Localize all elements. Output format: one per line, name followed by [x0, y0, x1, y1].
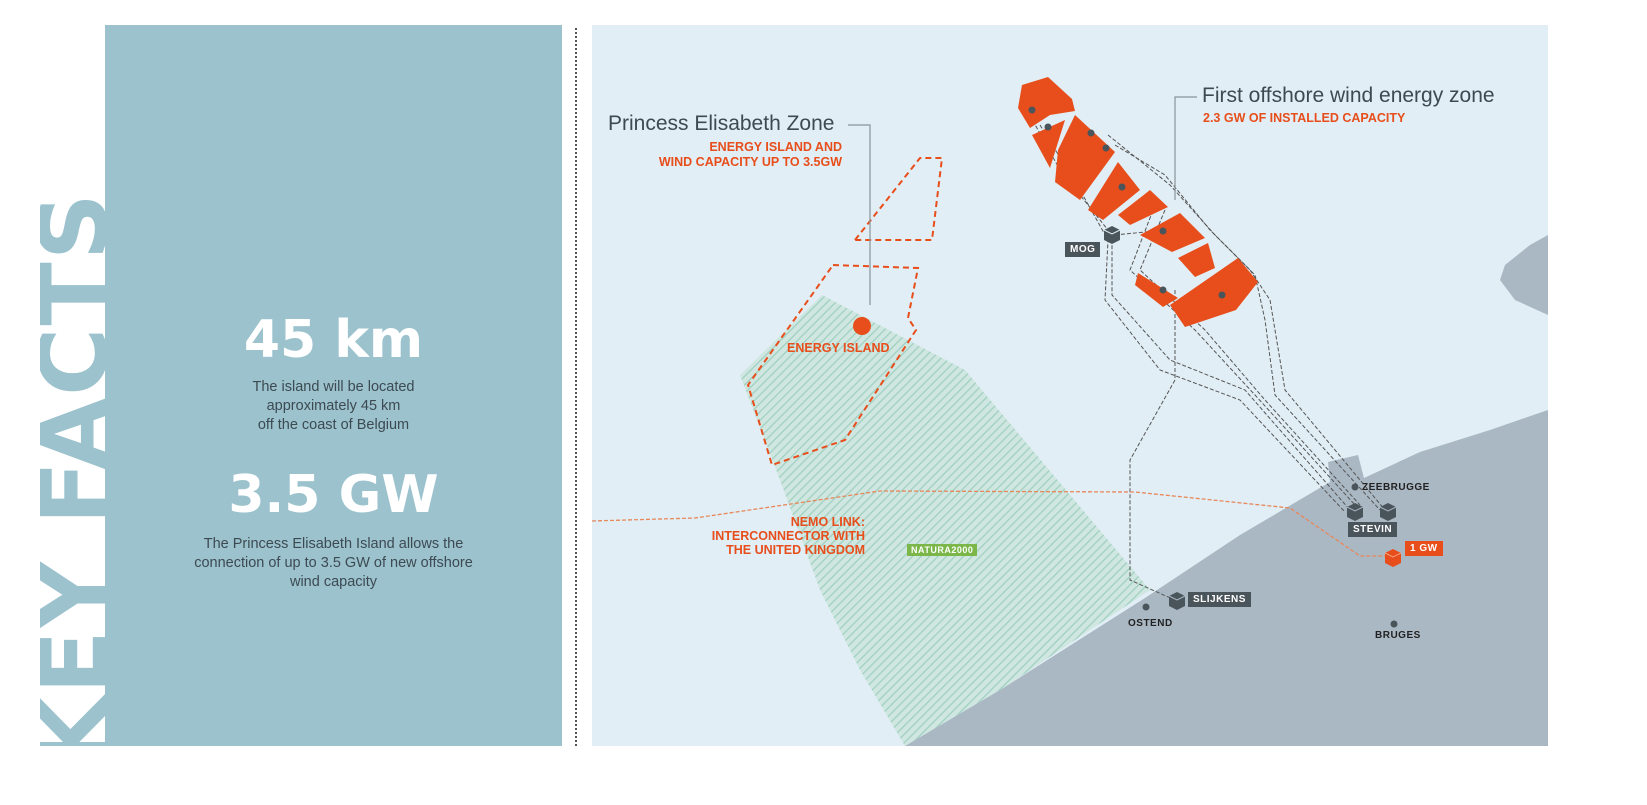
zeebrugge-label: ZEEBRUGGE [1362, 482, 1430, 493]
city-dots [1142, 483, 1398, 628]
subtitle-line: ENERGY ISLAND AND [709, 140, 842, 154]
fact-line: The Princess Elisabeth Island allows the [203, 536, 464, 552]
netherlands-land [1500, 235, 1548, 315]
ostend-label: OSTEND [1128, 618, 1173, 629]
princess-zone-south-outline [746, 263, 920, 467]
key-facts-panel [105, 25, 562, 746]
fact-line: approximately 45 km [266, 398, 401, 414]
fact-line: The island will be located [252, 379, 415, 395]
belgian-coast-land [905, 410, 1548, 746]
fact-value-capacity: 3.5 GW [228, 465, 439, 525]
fact-line: connection of up to 3.5 GW of new offsho… [194, 555, 473, 571]
fact-line: off the coast of Belgium [257, 417, 410, 433]
fact-line: wind capacity [289, 574, 378, 590]
one-gw-substation-icon [1384, 549, 1402, 567]
stevin-substation-icon [1346, 503, 1364, 521]
nemo-link-label: NEMO LINK: INTERCONNECTOR WITH THE UNITE… [712, 515, 865, 557]
nemo-line: INTERCONNECTOR WITH [711, 529, 865, 543]
mog-substation-icon [1103, 226, 1121, 244]
turbine-dots [1028, 106, 1226, 299]
slijkens-tag: SLIJKENS [1188, 592, 1251, 607]
fact-value-distance: 45 km [243, 310, 424, 370]
one-gw-tag: 1 GW [1405, 541, 1443, 556]
princess-zone-subtitle: ENERGY ISLAND AND WIND CAPACITY UP TO 3.… [659, 140, 842, 170]
natura2000-tag: NATURA2000 [907, 544, 978, 556]
wind-farm-zones [1018, 77, 1258, 327]
first-zone-title: First offshore wind energy zone [1202, 84, 1495, 107]
nemo-line: THE UNITED KINGDOM [726, 543, 865, 557]
fact-description-distance: The island will be located approximately… [105, 378, 562, 435]
nemo-line: NEMO LINK: [790, 515, 865, 529]
bruges-label: BRUGES [1375, 630, 1421, 641]
first-zone-subtitle: 2.3 GW OF INSTALLED CAPACITY [1203, 111, 1406, 125]
energy-island-label: ENERGY ISLAND [787, 341, 890, 355]
mog-tag: MOG [1065, 242, 1101, 257]
natura2000-area [740, 295, 1150, 746]
subtitle-line: WIND CAPACITY UP TO 3.5GW [658, 155, 842, 169]
nemo-link-cable [592, 490, 1390, 557]
substation-icons [1103, 226, 1402, 610]
dotted-divider [575, 28, 577, 746]
leader-lines [848, 96, 1197, 305]
princess-zone-title: Princess Elisabeth Zone [608, 112, 835, 135]
fact-description-capacity: The Princess Elisabeth Island allows the… [105, 535, 562, 592]
princess-zone-north-outline [852, 157, 944, 241]
stevin-substation-icon-2 [1379, 503, 1397, 521]
stevin-tag: STEVIN [1348, 522, 1398, 537]
energy-island-dot [853, 317, 871, 335]
slijkens-substation-icon [1168, 592, 1186, 610]
